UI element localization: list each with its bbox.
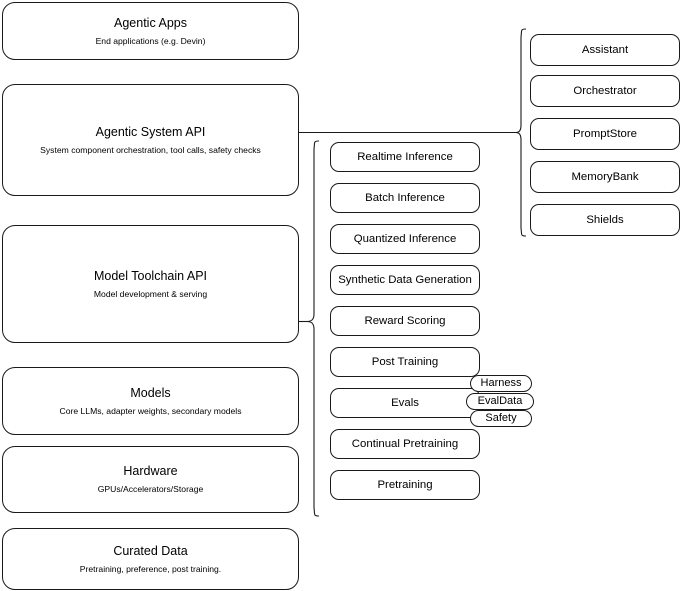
toolchain-item-continual-pretraining[interactable]: Continual Pretraining: [330, 429, 480, 459]
layer-subtitle: Core LLMs, adapter weights, secondary mo…: [59, 405, 242, 416]
toolchain-item-label: Reward Scoring: [364, 315, 446, 327]
evals-subcomponent-harness[interactable]: Harness: [470, 375, 532, 392]
system-item-label: PromptStore: [573, 128, 637, 140]
toolchain-item-batch-inference[interactable]: Batch Inference: [330, 183, 480, 213]
layer-subtitle: System component orchestration, tool cal…: [40, 144, 261, 155]
system-item-label: Shields: [586, 214, 624, 226]
toolchain-item-label: Synthetic Data Generation: [338, 274, 472, 286]
layer-subtitle: End applications (e.g. Devin): [95, 35, 206, 46]
layer-hardware[interactable]: Hardware GPUs/Accelerators/Storage: [2, 446, 299, 513]
layer-subtitle: GPUs/Accelerators/Storage: [97, 484, 204, 494]
layer-title: Model Toolchain API: [93, 268, 208, 283]
layer-title: Agentic Apps: [114, 15, 187, 30]
toolchain-item-label: Realtime Inference: [357, 151, 453, 163]
toolchain-components-brace: [306, 140, 320, 517]
layer-models[interactable]: Models Core LLMs, adapter weights, secon…: [2, 367, 299, 435]
system-item-orchestrator[interactable]: Orchestrator: [530, 75, 680, 107]
toolchain-item-evals[interactable]: Evals: [330, 388, 480, 418]
layer-title: Models: [130, 385, 171, 400]
toolchain-item-pretraining[interactable]: Pretraining: [330, 470, 480, 500]
layer-model-toolchain-api[interactable]: Model Toolchain API Model development & …: [2, 225, 299, 343]
layer-title: Agentic System API: [95, 124, 206, 139]
layer-agentic-apps[interactable]: Agentic Apps End applications (e.g. Devi…: [2, 2, 299, 60]
toolchain-item-label: Batch Inference: [365, 192, 445, 204]
system-item-shields[interactable]: Shields: [530, 204, 680, 236]
system-item-label: Orchestrator: [573, 85, 637, 97]
toolchain-item-reward-scoring[interactable]: Reward Scoring: [330, 306, 480, 336]
layer-title: Hardware: [123, 464, 178, 478]
layer-agentic-system-api[interactable]: Agentic System API System component orch…: [2, 84, 299, 196]
system-item-memorybank[interactable]: MemoryBank: [530, 161, 680, 193]
evals-subcomponent-label: Harness: [480, 377, 522, 389]
toolchain-item-realtime-inference[interactable]: Realtime Inference: [330, 142, 480, 172]
system-item-label: Assistant: [581, 44, 629, 56]
system-item-promptstore[interactable]: PromptStore: [530, 118, 680, 150]
layer-curated-data[interactable]: Curated Data Pretraining, preference, po…: [2, 528, 299, 590]
system-item-label: MemoryBank: [571, 171, 639, 183]
toolchain-item-label: Continual Pretraining: [351, 438, 459, 450]
evals-subcomponent-safety[interactable]: Safety: [470, 410, 532, 427]
toolchain-item-post-training[interactable]: Post Training: [330, 347, 480, 377]
evals-subcomponent-evaldata[interactable]: EvalData: [466, 393, 534, 410]
toolchain-item-quantized-inference[interactable]: Quantized Inference: [330, 224, 480, 254]
toolchain-item-label: Evals: [391, 397, 419, 409]
toolchain-item-label: Quantized Inference: [353, 233, 457, 245]
toolchain-item-synthetic-data-generation[interactable]: Synthetic Data Generation: [330, 265, 480, 295]
layer-subtitle: Model development & serving: [93, 288, 208, 299]
evals-subcomponent-label: EvalData: [477, 395, 523, 407]
system-components-brace: [515, 28, 527, 237]
toolchain-item-label: Pretraining: [377, 479, 433, 491]
system-item-assistant[interactable]: Assistant: [530, 34, 680, 66]
toolchain-item-label: Post Training: [371, 356, 439, 368]
evals-subcomponent-label: Safety: [485, 412, 517, 424]
layer-title: Curated Data: [113, 543, 188, 558]
layer-subtitle: Pretraining, preference, post training.: [79, 563, 222, 574]
